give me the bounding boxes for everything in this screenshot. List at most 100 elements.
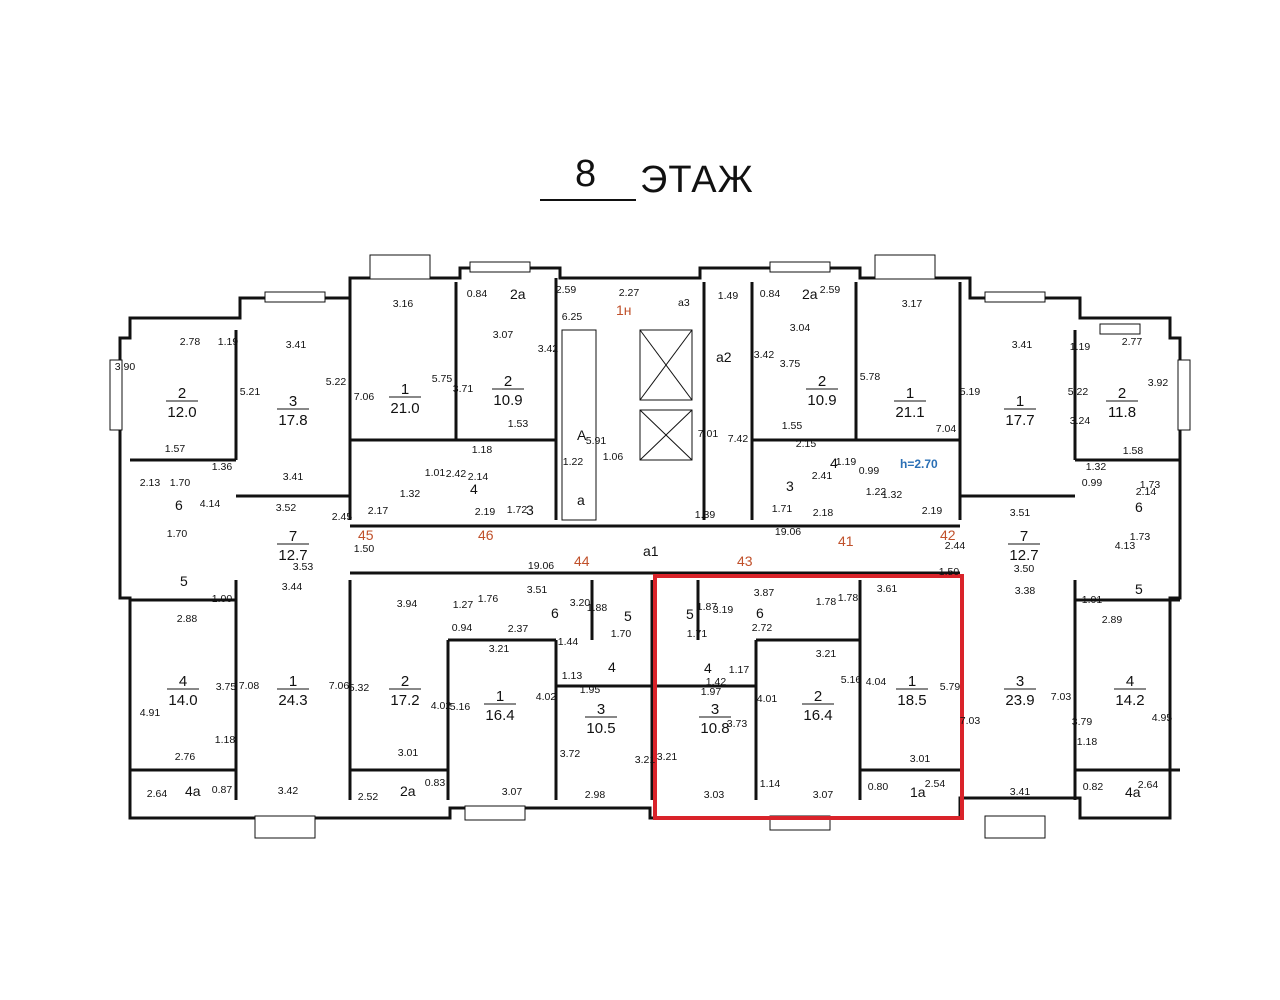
dimension-label: 3.75 [216,681,237,693]
dimension-label: 3.44 [282,581,303,593]
corridor-labels: а1 а2 А а 1н а3 h=2.70 [577,297,938,559]
room-number: 2 [818,373,826,390]
dimension-label: 3.21 [657,751,678,763]
dimension-label: 2.78 [180,336,201,348]
room-number: 2 [401,673,409,690]
dimension-label: 2.59 [556,284,577,296]
room-label: 323.9 [1004,673,1036,709]
dimension-label: 3.71 [453,383,474,395]
dimension-label: 19.06 [528,560,554,572]
floor-number: 8 [575,153,596,195]
dimension-label: 2.17 [368,505,389,517]
dimension-label: 2.89 [1102,614,1123,626]
dimension-label: 2.14 [468,471,489,483]
room-area: 10.9 [493,392,522,409]
dimension-label: 3.04 [790,322,811,334]
small-room-label: 4 [704,660,712,676]
dimension-label: 1.88 [587,602,608,614]
room-area: 16.4 [803,707,832,724]
height-note: h=2.70 [900,457,938,471]
dimension-label: 0.99 [1082,477,1103,489]
small-room-label: 5 [180,573,188,589]
room-label: 210.9 [492,373,524,409]
dimension-label: 1.71 [772,503,793,515]
dimension-label: 3.41 [1012,339,1033,351]
dimension-label: 4.13 [1115,540,1136,552]
room-label: 217.2 [389,673,421,709]
dimension-label: 1.00 [212,593,233,605]
room-area: 10.5 [586,720,615,737]
dimension-label: 3.53 [293,561,314,573]
dimension-label: 2.77 [1122,336,1143,348]
room-number: 1 [289,673,297,690]
dimension-label: 2.54 [925,778,946,790]
room-number: 2 [814,688,822,705]
dimension-label: 0.83 [425,777,446,789]
dimension-label: 1.01 [1082,594,1103,606]
dimension-label: 2.41 [812,470,833,482]
dimension-label: 1.78 [816,596,837,608]
small-room-label: 6 [756,605,764,621]
dimension-label: 1.19 [1070,341,1091,353]
dimension-label: 1.17 [729,664,750,676]
dimension-label: 1.87 [697,601,718,613]
windows [109,254,1191,839]
dimension-label: 2.76 [175,751,196,763]
dimension-label: 1.19 [836,456,857,468]
small-room-label: 3 [786,478,794,494]
dimension-label: 1.18 [1077,736,1098,748]
dimension-label: 1.42 [706,676,727,688]
stair-small-label: а [577,492,585,508]
dimension-label: 1.70 [167,528,188,540]
dimension-label: 4.01 [757,693,778,705]
room-label: 310.5 [585,701,617,737]
room-number: 1 [908,673,916,690]
room-label: 211.8 [1106,385,1138,421]
dimension-label: 0.94 [452,622,473,634]
small-room-label: 4 [470,481,478,497]
dimension-label: 1.78 [838,592,859,604]
room-area: 21.0 [390,400,419,417]
dimension-label: 7.06 [329,680,350,692]
small-room-label: 4а [185,783,201,799]
room-area: 12.0 [167,404,196,421]
dimension-label: 2.14 [1136,486,1157,498]
small-room-label: 4а [1125,784,1141,800]
corridor-label: а1 [643,543,659,559]
room-label: 117.7 [1004,393,1036,429]
dimension-label: 2.98 [585,789,606,801]
highlighted-apartment-frame[interactable] [653,574,964,820]
dimension-label: 2.42 [446,468,467,480]
room-label: 712.7 [1008,528,1040,564]
dimension-label: 2.44 [945,540,966,552]
apartment-label: 44 [574,553,590,569]
room-area: 16.4 [485,707,514,724]
dimension-label: 6.25 [562,311,583,323]
dimension-label: 3.21 [635,754,656,766]
dimension-label: 1.22 [866,486,887,498]
dimension-label: 5.22 [326,376,347,388]
room-label: 124.3 [277,673,309,709]
dimension-label: 2.52 [358,791,379,803]
dimension-label: 4.14 [200,498,221,510]
dimension-label: 1.32 [400,488,421,500]
room-number: 4 [1126,673,1134,690]
dimension-label: 1.71 [687,628,708,640]
apartment-label: 41 [838,533,854,549]
dimension-label: 3.52 [276,502,297,514]
dimension-label: 5.19 [960,386,981,398]
dimension-label: 2.59 [820,284,841,296]
room-label: 121.0 [389,381,421,417]
dimension-label: 3.51 [1010,507,1031,519]
apartment-label: 42 [940,527,956,543]
dimension-label: 5.78 [860,371,881,383]
dimension-label: 1.18 [472,444,493,456]
room-label: 712.7 [277,528,309,564]
dimension-label: 5.91 [586,435,607,447]
dimension-label: 1.70 [611,628,632,640]
small-room-label: 3 [526,502,534,518]
dimension-label: 1.72 [507,504,528,516]
dimension-label: 1.14 [760,778,781,790]
dimension-label: 3.51 [527,584,548,596]
